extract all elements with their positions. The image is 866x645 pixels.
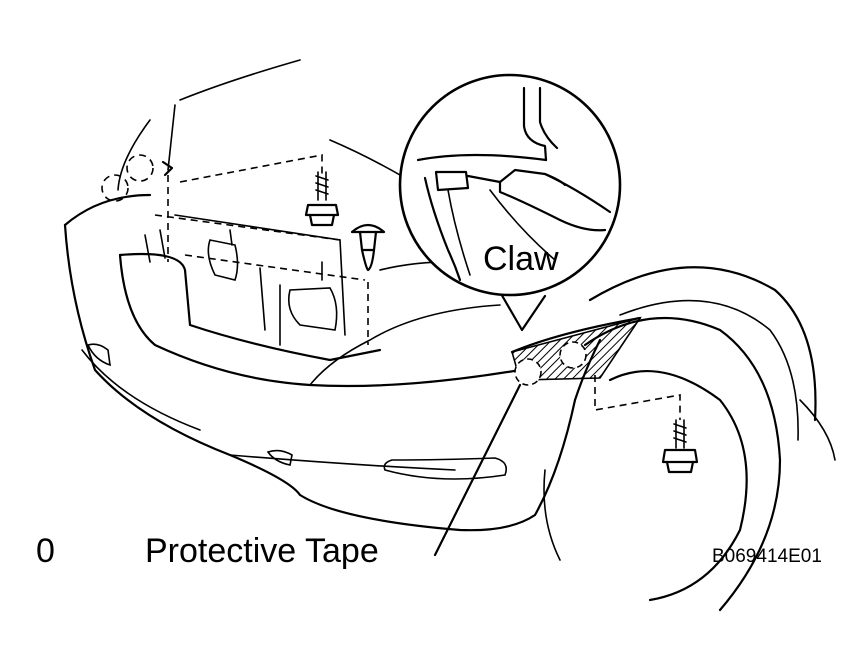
bolt-icon-lower — [661, 419, 699, 474]
protective-tape-area — [510, 316, 642, 386]
bolt-icon — [304, 171, 340, 227]
figure-code: B069414E01 — [712, 546, 822, 567]
fastener-leader-lines — [154, 154, 681, 420]
radiator-support — [174, 214, 346, 346]
front-bumper — [63, 193, 602, 532]
clip-icon — [350, 223, 386, 272]
claw-label: Claw — [483, 240, 559, 278]
protective-tape-label: Protective Tape — [145, 532, 379, 570]
fender-and-wheel — [543, 266, 836, 612]
claw-detail-callout — [398, 73, 622, 332]
fog-lamp-openings — [86, 343, 508, 480]
corner-mark: 0 — [36, 532, 55, 570]
clip-markers-left — [101, 154, 174, 202]
protective-tape-leader — [433, 383, 522, 557]
